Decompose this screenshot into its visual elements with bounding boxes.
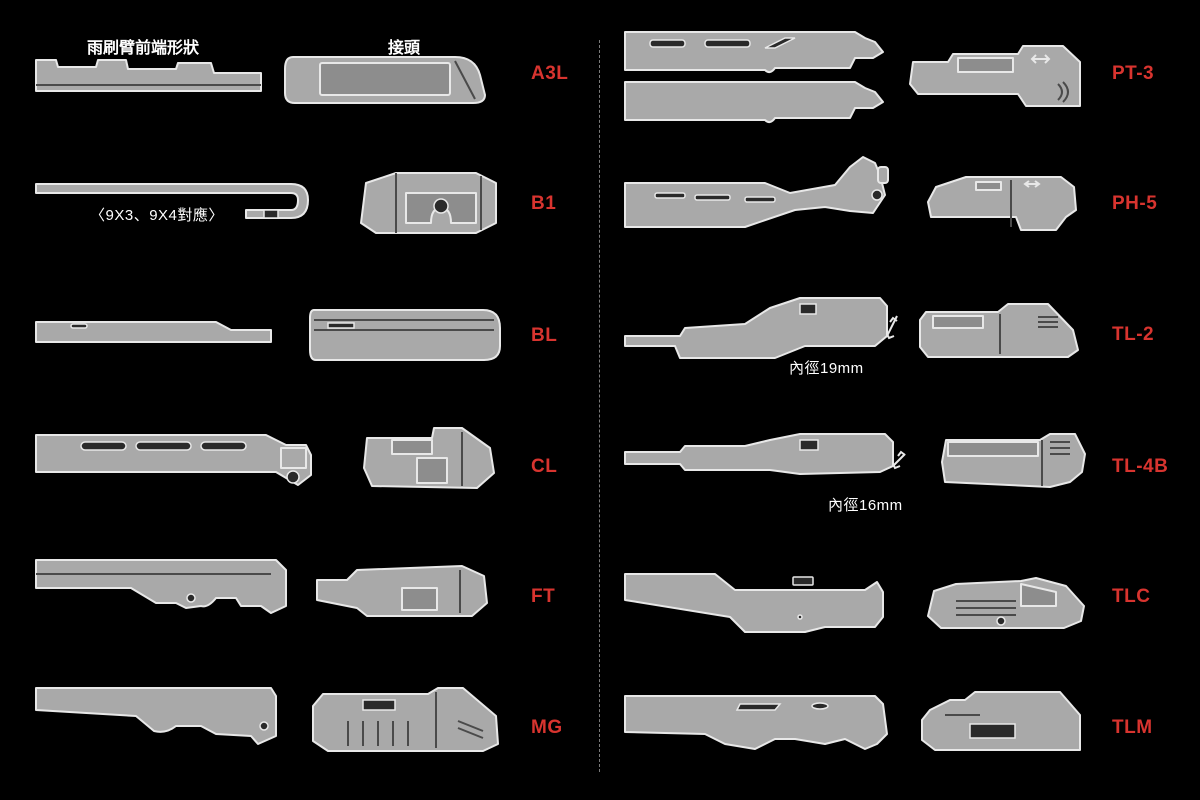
arm-tip-tlc <box>624 573 884 633</box>
connector-ph-5 <box>927 176 1077 231</box>
arm-tip-tlm <box>624 695 888 750</box>
code-b1: B1 <box>531 193 557 214</box>
connector-cl <box>363 427 495 489</box>
code-tlm: TLM <box>1112 717 1153 738</box>
code-cl: CL <box>531 456 558 477</box>
connector-tlm <box>921 691 1081 751</box>
code-a3l: A3L <box>531 63 569 84</box>
note-b1: 〈9X3、9X4對應〉 <box>90 207 224 224</box>
note-tl-4b: 內徑16mm <box>828 497 903 514</box>
arm-tip-ph-5 <box>624 156 889 228</box>
connector-mg <box>312 687 499 752</box>
code-tlc: TLC <box>1112 586 1151 607</box>
code-ph-5: PH-5 <box>1112 193 1158 214</box>
header-arm-tip: 雨刷臂前端形狀 <box>87 40 200 57</box>
code-mg: MG <box>531 717 563 738</box>
connector-bl <box>309 309 501 361</box>
connector-a3l <box>284 56 486 104</box>
connector-tlc <box>927 577 1085 629</box>
arm-tip-cl <box>35 434 312 486</box>
note-tl-2: 內徑19mm <box>789 360 864 377</box>
connector-ft <box>316 565 488 617</box>
arm-tip-b1 <box>35 183 309 219</box>
code-ft: FT <box>531 586 556 607</box>
arm-tip-ft <box>35 559 287 614</box>
connector-b1 <box>360 172 497 234</box>
arm-tip-tl-4b <box>624 433 906 475</box>
code-tl-4b: TL-4B <box>1112 456 1169 477</box>
arm-tip-a3l <box>35 59 262 92</box>
column-divider <box>599 40 600 772</box>
connector-tl-2 <box>919 303 1079 358</box>
header-connector: 接頭 <box>388 40 421 57</box>
code-bl: BL <box>531 325 558 346</box>
connector-pt-3 <box>909 45 1081 107</box>
arm-tip-bl <box>35 321 272 343</box>
code-pt-3: PT-3 <box>1112 63 1155 84</box>
arm-tip-pt-3 <box>624 31 884 124</box>
code-tl-2: TL-2 <box>1112 324 1155 345</box>
connector-tl-4b <box>941 433 1086 488</box>
arm-tip-mg <box>35 687 277 745</box>
arm-tip-tl-2 <box>624 297 898 359</box>
